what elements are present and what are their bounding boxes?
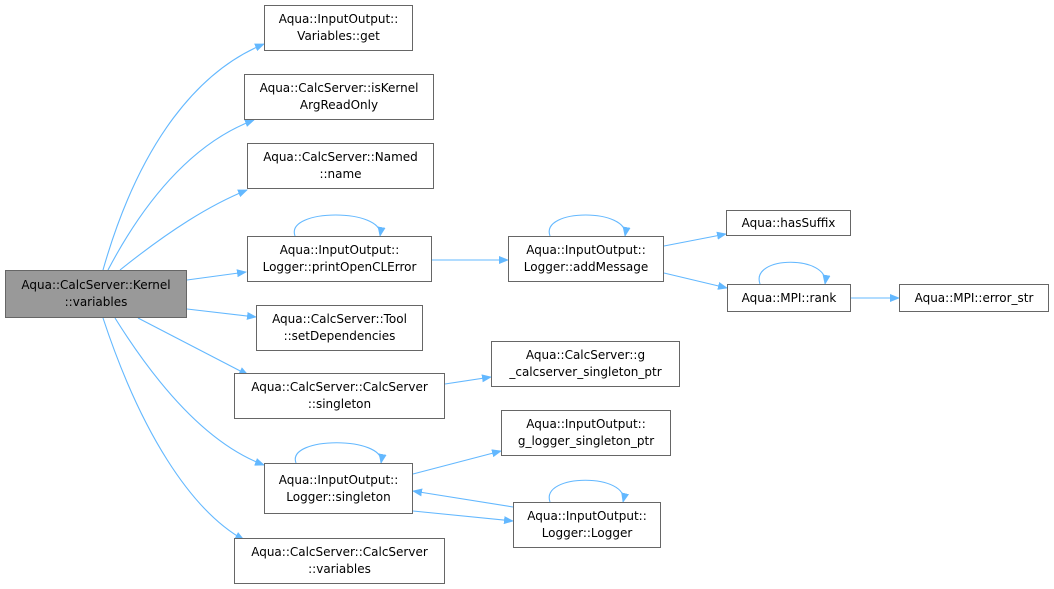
- edge-calcserver-singleton-to-g-ptr: [444, 374, 492, 385]
- edge-kernel-to-print-opencl-error: [186, 269, 247, 281]
- edge-print-opencl-error-self: [293, 214, 386, 237]
- node-named-name[interactable]: Aqua::CalcServer::Named ::name: [247, 143, 434, 189]
- edge-logger-singleton-to-logger-logger: [412, 510, 514, 525]
- edge-mpi-rank-self: [758, 261, 831, 285]
- edge-kernel-to-calcserver-singleton: [137, 317, 249, 376]
- node-label-line2: _calcserver_singleton_ptr: [509, 365, 662, 379]
- node-label-line1: Aqua::InputOutput::: [278, 472, 399, 487]
- node-print-opencl-error[interactable]: Aqua::InputOutput:: Logger::printOpenCLE…: [247, 236, 432, 282]
- node-label-line2: ::setDependencies: [283, 329, 396, 343]
- edge-add-message-to-mpi-rank: [663, 272, 728, 290]
- node-label-line2: ::singleton: [307, 397, 372, 411]
- node-logger-singleton[interactable]: Aqua::InputOutput:: Logger::singleton: [264, 463, 413, 514]
- node-label-line1: Aqua::hasSuffix: [741, 215, 836, 230]
- node-label-line1: Aqua::InputOutput::: [526, 417, 646, 431]
- node-calcserver-singleton[interactable]: Aqua::CalcServer::CalcServer ::singleton: [234, 373, 445, 419]
- edge-kernel-to-tool-set-dependencies: [186, 308, 257, 320]
- node-label-line1: Aqua::InputOutput::: [527, 509, 647, 523]
- node-label-line2: ArgReadOnly: [299, 98, 379, 112]
- node-label-line2: Variables::get: [297, 29, 380, 43]
- node-label-line2: ::name: [319, 167, 362, 181]
- node-label-line2: Logger::singleton: [286, 489, 391, 504]
- node-add-message[interactable]: Aqua::InputOutput:: Logger::addMessage: [508, 236, 664, 282]
- node-label-line1: Aqua::CalcServer::isKernel: [259, 81, 419, 95]
- node-label-line1: Aqua::MPI::error_str: [914, 290, 1034, 305]
- edge-kernel-to-logger-singleton: [114, 317, 265, 466]
- node-label-line2: g_logger_singleton_ptr: [517, 434, 655, 448]
- node-label-line1: Aqua::InputOutput::: [526, 243, 646, 257]
- node-label-line1: Aqua::CalcServer::CalcServer: [251, 380, 428, 394]
- node-mpi-rank[interactable]: Aqua::MPI::rank: [727, 284, 851, 312]
- node-variables-get[interactable]: Aqua::InputOutput:: Variables::get: [264, 5, 413, 51]
- edge-kernel-to-is-kernel-arg-read-only: [107, 119, 255, 271]
- edge-add-message-to-has-suffix: [663, 231, 727, 247]
- node-label-line1: Aqua::CalcServer::Named: [263, 150, 418, 164]
- node-label-line1: Aqua::InputOutput::: [279, 243, 400, 257]
- node-mpi-error-str[interactable]: Aqua::MPI::error_str: [899, 284, 1049, 312]
- edge-kernel-to-named-name: [119, 189, 248, 271]
- node-label-line1: Aqua::InputOutput::: [278, 12, 399, 26]
- node-label-line2: ::variables: [64, 295, 128, 309]
- edge-logger-singleton-self: [294, 442, 387, 464]
- node-label-line2: Logger::printOpenCLError: [262, 260, 417, 274]
- node-logger-logger[interactable]: Aqua::InputOutput:: Logger::Logger: [513, 502, 661, 548]
- node-has-suffix[interactable]: Aqua::hasSuffix: [726, 210, 851, 236]
- node-kernel-variables[interactable]: Aqua::CalcServer::Kernel ::variables: [5, 270, 187, 318]
- node-g-logger-singleton-ptr[interactable]: Aqua::InputOutput:: g_logger_singleton_p…: [501, 410, 671, 456]
- node-g-calcserver-singleton-ptr[interactable]: Aqua::CalcServer::g _calcserver_singleto…: [491, 341, 680, 387]
- node-label-line2: ::variables: [308, 562, 371, 576]
- node-label-line1: Aqua::CalcServer::Kernel: [21, 278, 171, 292]
- node-tool-set-dependencies[interactable]: Aqua::CalcServer::Tool ::setDependencies: [256, 305, 423, 351]
- edge-kernel-to-calcserver-variables: [102, 317, 245, 541]
- node-calcserver-variables[interactable]: Aqua::CalcServer::CalcServer ::variables: [234, 538, 445, 584]
- edge-logger-logger-to-logger-singleton: [412, 488, 514, 508]
- node-label-line1: Aqua::CalcServer::g: [525, 348, 646, 362]
- node-label-line2: Logger::addMessage: [523, 260, 649, 274]
- edge-kernel-to-variables-get: [102, 43, 265, 271]
- edge-add-message-self: [548, 214, 631, 237]
- edge-logger-singleton-to-g-ptr: [412, 449, 502, 475]
- node-label-line1: Aqua::MPI::rank: [741, 290, 837, 305]
- node-is-kernel-arg-read-only[interactable]: Aqua::CalcServer::isKernel ArgReadOnly: [244, 74, 434, 120]
- node-label-line2: Logger::Logger: [541, 526, 633, 540]
- node-label-line1: Aqua::CalcServer::Tool: [272, 312, 407, 326]
- node-label-line1: Aqua::CalcServer::CalcServer: [251, 545, 428, 559]
- edge-logger-logger-self: [548, 479, 629, 503]
